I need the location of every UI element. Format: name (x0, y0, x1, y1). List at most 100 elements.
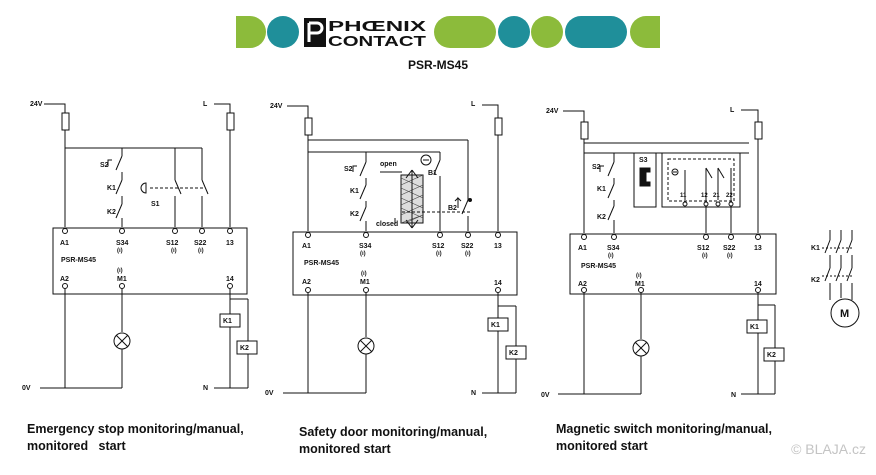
watermark: © BLAJA.cz (791, 441, 866, 457)
label-s34-2: S34 (359, 243, 372, 250)
relay-k1-3 (746, 319, 768, 334)
label-s22-3: S22 (723, 245, 736, 252)
relay-k2-2 (505, 345, 527, 360)
wire-l (214, 103, 231, 113)
label-closed: closed (376, 221, 398, 228)
diagram-1-labels: 24V L S2 K1 K2 S1 A1 S34 (ı) S12 (ı) S22… (22, 101, 249, 392)
label-l-3: L (730, 107, 735, 114)
label-k1-2: K1 (350, 188, 359, 195)
label-device: PSR-MS45 (61, 257, 96, 264)
diagram-safety-door (283, 104, 527, 394)
label-circ-s12: (ı) (171, 248, 177, 254)
label-motor-k1: K1 (811, 245, 820, 252)
fuse-l-2 (494, 117, 503, 136)
label-13-3: 13 (754, 245, 762, 252)
label-s2: S2 (100, 162, 109, 169)
label-11: 11 (680, 193, 687, 199)
label-circ-s12-2: (ı) (436, 251, 442, 257)
label-circ-s34: (ı) (117, 248, 123, 254)
label-a1-2: A1 (302, 243, 311, 250)
label-circ-s22-3: (ı) (727, 253, 733, 259)
label-s12: S12 (166, 240, 179, 247)
label-s34: S34 (116, 240, 129, 247)
device-box-2 (292, 231, 518, 296)
label-b1: B1 (428, 170, 437, 177)
caption-1-line-1: Emergency stop monitoring/manual, (27, 422, 244, 436)
label-0v-3: 0V (541, 392, 550, 399)
label-s22-2: S22 (461, 243, 474, 250)
fuse-l (226, 112, 235, 131)
label-k2-3: K2 (597, 214, 606, 221)
caption-3-line-1: Magnetic switch monitoring/manual, (556, 422, 772, 436)
label-relay-k2-3: K2 (767, 352, 776, 359)
label-12: 12 (701, 193, 708, 199)
label-21: 21 (713, 193, 720, 199)
label-k2: K2 (107, 209, 116, 216)
label-s12-3: S12 (697, 245, 710, 252)
label-a2: A2 (60, 276, 69, 283)
label-k2-2: K2 (350, 211, 359, 218)
label-motor-k2: K2 (811, 277, 820, 284)
label-m1-2: M1 (360, 279, 370, 286)
label-l-2: L (471, 101, 476, 108)
label-l: L (203, 101, 208, 108)
label-a1-3: A1 (578, 245, 587, 252)
caption-3-line-2: monitored start (556, 439, 648, 453)
phoenix-contact-logo-mark (304, 18, 326, 47)
label-13-2: 13 (494, 243, 502, 250)
label-22: 22 (726, 193, 733, 199)
label-relay-k2: K2 (240, 345, 249, 352)
label-24v: 24V (30, 101, 43, 108)
caption-1-line-2: monitored start (27, 439, 126, 453)
caption-magnetic-switch: Magnetic switch monitoring/manual, monit… (556, 421, 806, 455)
caption-2-line-2: monitored start (299, 442, 391, 456)
logo-circle-teal-1 (498, 16, 530, 48)
caption-emergency-stop: Emergency stop monitoring/manual, monito… (27, 421, 277, 455)
label-circ-s22-2: (ı) (465, 251, 471, 257)
label-m1: M1 (117, 276, 127, 283)
fuse-24v-2 (304, 117, 313, 136)
model-title: PSR-MS45 (407, 58, 469, 72)
label-circ-s22: (ı) (198, 248, 204, 254)
label-relay-k1: K1 (223, 318, 232, 325)
wire-24v (44, 103, 66, 113)
label-s22: S22 (194, 240, 207, 247)
label-0v: 0V (22, 385, 31, 392)
logo-band: PHŒNIX CONTACT (236, 16, 660, 50)
label-n-3: N (731, 392, 736, 399)
relay-k1-1 (219, 313, 241, 328)
label-n: N (203, 385, 208, 392)
logo-shape-right-d (630, 16, 660, 48)
label-circ-s34-2: (ı) (360, 251, 366, 257)
fuse-l-3 (754, 121, 763, 140)
label-relay-k1-3: K1 (750, 324, 759, 331)
label-a2-3: A2 (578, 281, 587, 288)
label-device-2: PSR-MS45 (304, 260, 339, 267)
diagram-2-labels: 24V L S2 K1 K2 open closed B1 B2 A1 S34 … (265, 101, 518, 397)
fuse-24v-3 (580, 121, 589, 140)
caption-2-line-1: Safety door monitoring/manual, (299, 425, 488, 439)
logo-pill-green (434, 16, 496, 48)
label-a1: A1 (60, 240, 69, 247)
motor (830, 298, 860, 328)
label-k1: K1 (107, 185, 116, 192)
logo-circle-green (531, 16, 563, 48)
logo-circle-teal-left (267, 16, 299, 48)
label-b2: B2 (448, 205, 457, 212)
label-circ-s12-3: (ı) (702, 253, 708, 259)
logo-pill-teal (565, 16, 627, 48)
label-circ-m1: (ı) (117, 268, 123, 274)
label-motor-m: M (840, 308, 849, 320)
label-14-3: 14 (754, 281, 762, 288)
logo-line1: PHŒNIX (328, 18, 426, 35)
magnetic-sensor (661, 152, 741, 208)
diagram-magnetic-switch (558, 109, 860, 395)
label-open: open (380, 161, 397, 168)
device-box-3 (569, 233, 777, 295)
relay-k2-1 (236, 340, 258, 355)
label-relay-k2-2: K2 (509, 350, 518, 357)
diagram-emergency-stop (40, 103, 258, 389)
label-s12-2: S12 (432, 243, 445, 250)
label-s2-3: S2 (592, 164, 601, 171)
